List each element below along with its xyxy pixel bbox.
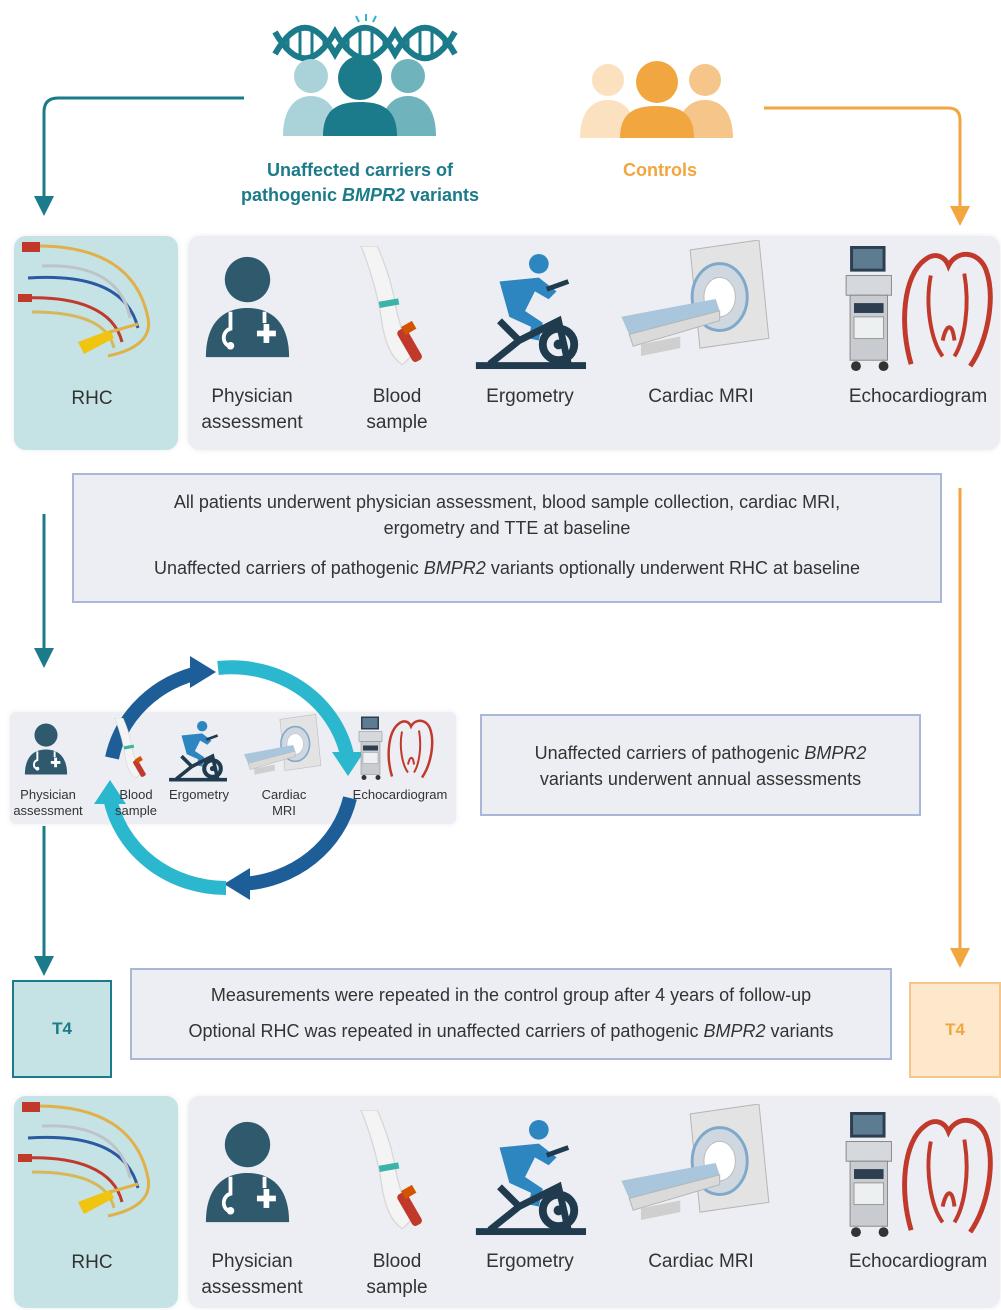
gene-name: BMPR2 [423, 558, 486, 578]
echo-label: Echocardiogram [848, 1251, 988, 1272]
t4-line2: Optional RHC was repeated in unaffected … [132, 1018, 890, 1044]
baseline-line3: Unaffected carriers of pathogenic BMPR2 … [74, 555, 940, 581]
t4-line2-text: Optional RHC was repeated in unaffected … [188, 1021, 704, 1041]
annual-physician-line1: Physician [20, 787, 76, 802]
mri-label: Cardiac MRI [648, 386, 754, 407]
blood-sample-icon [110, 718, 156, 782]
physician-label: Physician assessment [192, 1249, 312, 1301]
annual-physician-label: Physician assessment [8, 787, 88, 819]
blood-label: Blood sample [352, 384, 442, 436]
annual-ergometry-label: Ergometry [169, 787, 229, 802]
annual-mri-line1: Cardiac [261, 787, 307, 802]
gene-name: BMPR2 [341, 185, 405, 205]
blood-label: Blood sample [352, 1249, 442, 1301]
ergometry-icon [470, 252, 588, 370]
catheter-icon [18, 1098, 168, 1218]
physician-label-line1: Physician [211, 1251, 293, 1272]
carriers-group-title: Unaffected carriers of pathogenic BMPR2 … [210, 158, 510, 208]
people-icon [283, 56, 436, 136]
cycle-arrows-icon [94, 656, 364, 900]
blood-sample-icon [352, 246, 442, 372]
annual-physician-line2: assessment [13, 803, 83, 818]
annual-description-box: Unaffected carriers of pathogenic BMPR2 … [480, 714, 921, 816]
physician-label-line1: Physician [211, 386, 293, 407]
baseline-line2: ergometry and TTE at baseline [383, 518, 631, 538]
carriers-title-text: variants [404, 185, 480, 205]
carriers-title-line2: pathogenic BMPR2 variants [210, 183, 510, 208]
echocardiogram-icon [356, 716, 436, 782]
rhc-label: RHC [71, 1252, 113, 1273]
people-icon [580, 61, 733, 138]
physician-label-line2: assessment [201, 1277, 303, 1298]
annual-mri-label: Cardiac MRI [252, 787, 316, 819]
t4-carriers-box: T4 [12, 980, 112, 1078]
controls-group-title: Controls [623, 160, 697, 180]
annual-blood-line1: Blood [119, 787, 153, 802]
annual-line2: variants underwent annual assessments [539, 769, 862, 789]
annual-panel [10, 712, 456, 824]
annual-line1-text: Unaffected carriers of pathogenic [534, 743, 805, 763]
carriers-title-line1: Unaffected carriers of [266, 160, 454, 180]
blood-label-line1: Blood [372, 1251, 422, 1272]
dna-icon [272, 14, 458, 62]
physician-label: Physician assessment [192, 384, 312, 436]
ergometry-icon [166, 720, 228, 782]
blood-sample-icon [352, 1110, 442, 1236]
annual-blood-line2: sample [115, 803, 157, 818]
blood-label-line2: sample [366, 1277, 428, 1298]
baseline-line3-text: Unaffected carriers of pathogenic [153, 558, 424, 578]
blood-label-line2: sample [366, 412, 428, 433]
echo-label: Echocardiogram [848, 386, 988, 407]
physician-icon [200, 1120, 295, 1224]
t4-description-box: Measurements were repeated in the contro… [130, 968, 892, 1060]
mri-label: Cardiac MRI [648, 1251, 754, 1272]
mri-icon [620, 1104, 780, 1222]
annual-blood-label: Blood sample [108, 787, 164, 819]
ergometry-label: Ergometry [486, 386, 574, 407]
t4-controls-box: T4 [909, 982, 1001, 1078]
annual-line1: Unaffected carriers of pathogenic BMPR2 [482, 740, 919, 766]
t4-line2-text: variants [765, 1021, 834, 1041]
annual-echo-label: Echocardiogram [352, 787, 448, 802]
ergometry-icon [470, 1118, 588, 1236]
carriers-title-text: pathogenic [240, 185, 342, 205]
baseline-description-box: All patients underwent physician assessm… [72, 473, 942, 603]
ergometry-label: Ergometry [486, 1251, 574, 1272]
physician-icon [200, 255, 295, 359]
blood-label-line1: Blood [372, 386, 422, 407]
annual-mri-line2: MRI [272, 803, 296, 818]
mri-icon [620, 240, 780, 358]
gene-name: BMPR2 [703, 1021, 766, 1041]
physician-label-line2: assessment [201, 412, 303, 433]
echocardiogram-icon [840, 246, 998, 374]
gene-name: BMPR2 [804, 743, 867, 763]
physician-icon [22, 722, 70, 776]
catheter-icon [18, 238, 168, 358]
echocardiogram-icon [840, 1112, 998, 1240]
baseline-line1: All patients underwent physician assessm… [173, 492, 841, 512]
t4-line1: Measurements were repeated in the contro… [210, 985, 812, 1005]
mri-icon [244, 714, 326, 776]
baseline-line3-text: variants optionally underwent RHC at bas… [485, 558, 861, 578]
rhc-label: RHC [71, 388, 113, 409]
